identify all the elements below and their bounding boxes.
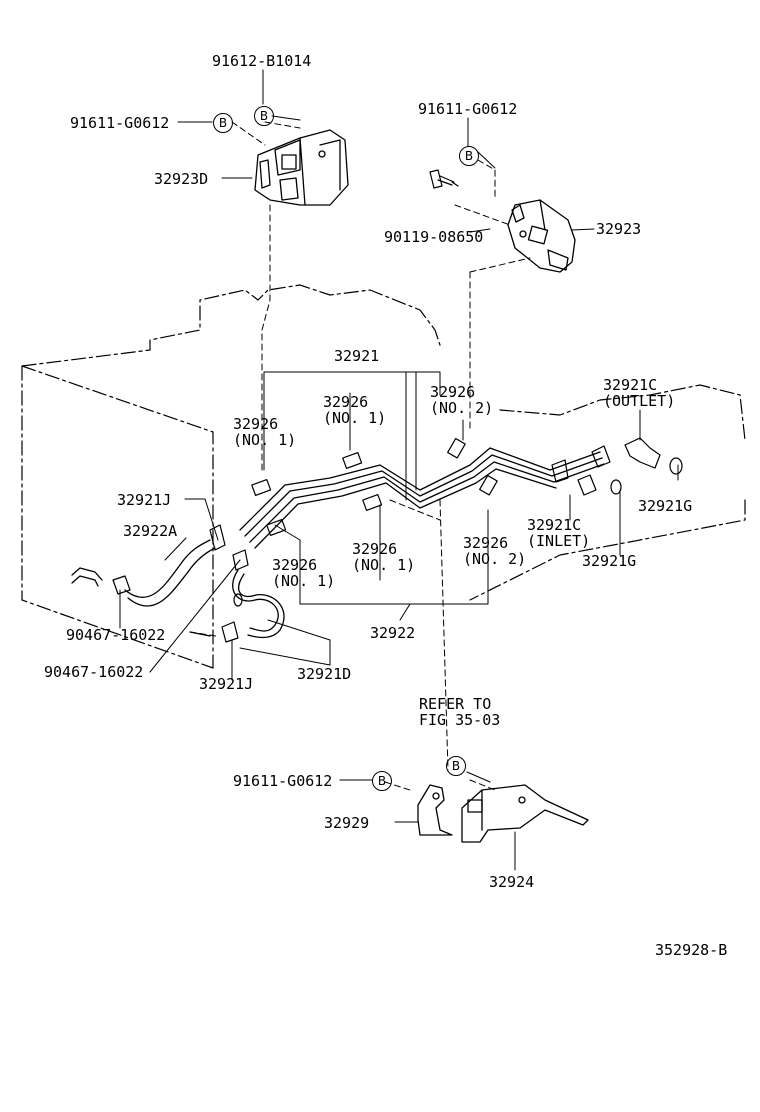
- label-32929: 32929: [324, 814, 370, 832]
- callout-b-refer: B: [446, 756, 466, 776]
- label-32926-no2-top: 32926 (NO. 2): [430, 383, 494, 417]
- callout-b-left: B: [213, 113, 233, 133]
- spacers: [251, 437, 498, 536]
- label-32921C-outlet: 32921C (OUTLET): [603, 376, 676, 410]
- label-refer-to-fig: REFER TO FIG 35-03: [419, 695, 501, 729]
- engine-outline: [21, 284, 746, 669]
- label-32921J-bottom: 32921J: [199, 675, 254, 693]
- label-90119-08650: 90119-08650: [384, 228, 484, 246]
- label-32921G-bottom: 32921G: [582, 552, 637, 570]
- bracket-32924: [461, 784, 589, 843]
- label-32926-no1-left: 32926 (NO. 1): [233, 415, 297, 449]
- label-32924: 32924: [489, 873, 535, 891]
- callout-b-top-right: B: [459, 146, 479, 166]
- label-91611-G0612-right: 91611-G0612: [418, 100, 518, 118]
- hose-clips: [112, 524, 249, 643]
- label-32921J-top: 32921J: [117, 491, 172, 509]
- label-32923: 32923: [596, 220, 642, 238]
- fuel-pipes: [239, 447, 605, 549]
- rubber-hoses: [71, 539, 285, 639]
- label-32926-no1-top: 32926 (NO. 1): [323, 393, 387, 427]
- label-32921D: 32921D: [297, 665, 352, 683]
- label-32921G-right: 32921G: [638, 497, 693, 515]
- label-32923D: 32923D: [154, 170, 209, 188]
- label-90467-16022-top: 90467-16022: [66, 626, 166, 644]
- leader-lines: [119, 69, 679, 871]
- label-32921C-inlet: 32921C (INLET): [527, 516, 591, 550]
- label-32926-no1-bottom-left: 32926 (NO. 1): [272, 556, 336, 590]
- callout-ticks: [271, 115, 496, 783]
- bracket-32923: [507, 199, 576, 273]
- label-32922A: 32922A: [123, 522, 178, 540]
- label-90467-16022-bottom: 90467-16022: [44, 663, 144, 681]
- label-91611-G0612-left: 91611-G0612: [70, 114, 170, 132]
- label-91612-B1014: 91612-B1014: [212, 52, 312, 70]
- label-91611-G0612-bottom: 91611-G0612: [233, 772, 333, 790]
- label-32921: 32921: [334, 347, 380, 365]
- bracket-32929: [417, 784, 453, 836]
- figure-id: 352928-B: [655, 941, 728, 959]
- label-32922: 32922: [370, 624, 416, 642]
- fittings: [233, 437, 683, 607]
- bracket-32923D: [254, 129, 349, 206]
- bolt-90119: [429, 169, 459, 189]
- label-32926-no1-bottom-center: 32926 (NO. 1): [352, 540, 416, 574]
- callout-b-bottom: B: [372, 771, 392, 791]
- reference-lines: [189, 121, 531, 791]
- callout-b-top-left: B: [254, 106, 274, 126]
- label-32926-no2-bottom: 32926 (NO. 2): [463, 534, 527, 568]
